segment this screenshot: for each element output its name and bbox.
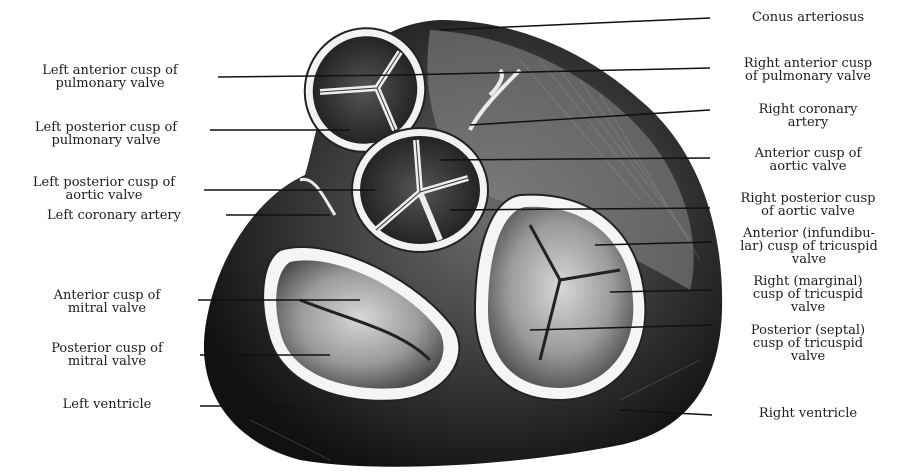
label-right-ventricle: Right ventricle: [716, 407, 900, 420]
label-right-posterior-cusp-aortic: Right posterior cusp of aortic valve: [716, 192, 900, 218]
label-conus-arteriosus: Conus arteriosus: [716, 11, 900, 24]
label-right-coronary-artery: Right coronary artery: [716, 103, 900, 129]
label-anterior-cusp-mitral: Anterior cusp of mitral valve: [20, 289, 194, 315]
label-left-coronary-artery: Left coronary artery: [6, 209, 222, 222]
label-left-posterior-cusp-aortic: Left posterior cusp of aortic valve: [6, 176, 202, 202]
label-right-anterior-cusp-pulmonary: Right anterior cusp of pulmonary valve: [716, 57, 900, 83]
label-posterior-cusp-tricuspid: Posterior (septal) cusp of tricuspid val…: [716, 324, 900, 363]
label-right-cusp-tricuspid: Right (marginal) cusp of tricuspid valve: [716, 275, 900, 314]
label-anterior-cusp-tricuspid: Anterior (infundibu- lar) cusp of tricus…: [716, 227, 902, 266]
label-anterior-cusp-aortic: Anterior cusp of aortic valve: [716, 147, 900, 173]
label-posterior-cusp-mitral: Posterior cusp of mitral valve: [20, 342, 194, 368]
label-left-ventricle: Left ventricle: [20, 398, 194, 411]
label-left-anterior-cusp-pulmonary: Left anterior cusp of pulmonary valve: [6, 64, 214, 90]
label-left-posterior-cusp-pulmonary: Left posterior cusp of pulmonary valve: [6, 121, 206, 147]
